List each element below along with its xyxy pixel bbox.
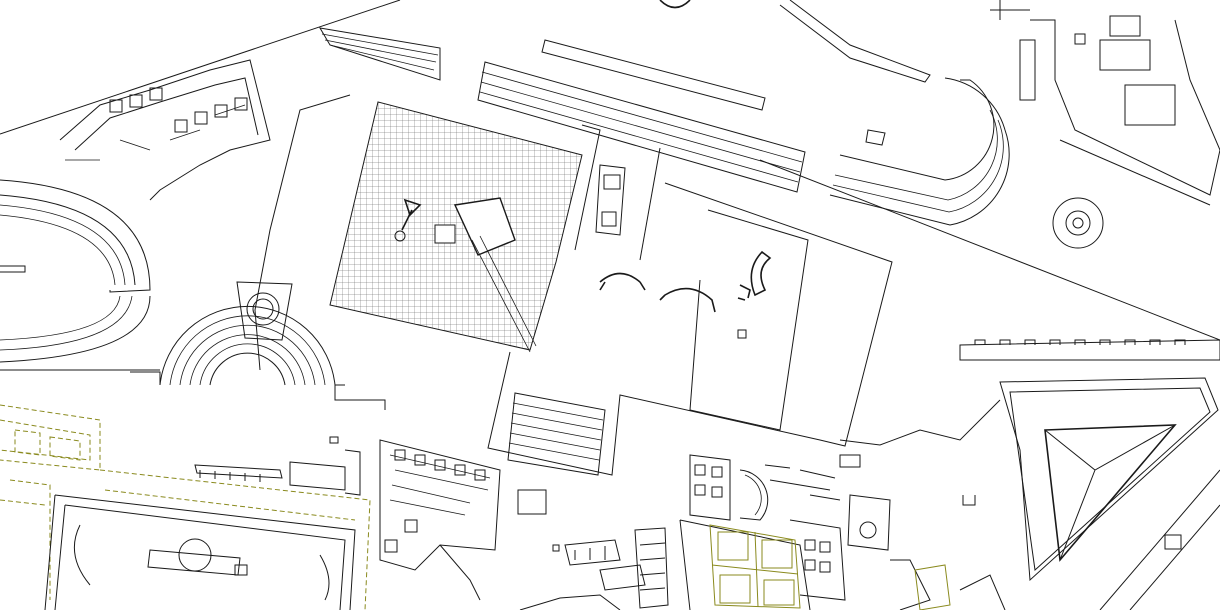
grid-plaza [329,101,583,353]
pyramid-monument [839,339,1220,610]
top-right-complex [990,0,1220,206]
semicircle-theatre [130,281,386,410]
lower-building-cluster [379,439,669,610]
garden-beds [0,404,371,610]
horseshoe-arena [829,77,1104,249]
site-boundary [0,0,1220,371]
top-arch-fragment [659,0,691,9]
stair-block [507,392,606,515]
top-left-complex [59,59,271,201]
long-stepped-block [319,0,931,193]
left-arena [0,179,151,363]
arch-ruins [595,164,772,339]
courtyard-cluster [679,454,1182,610]
central-building-row [194,436,361,496]
